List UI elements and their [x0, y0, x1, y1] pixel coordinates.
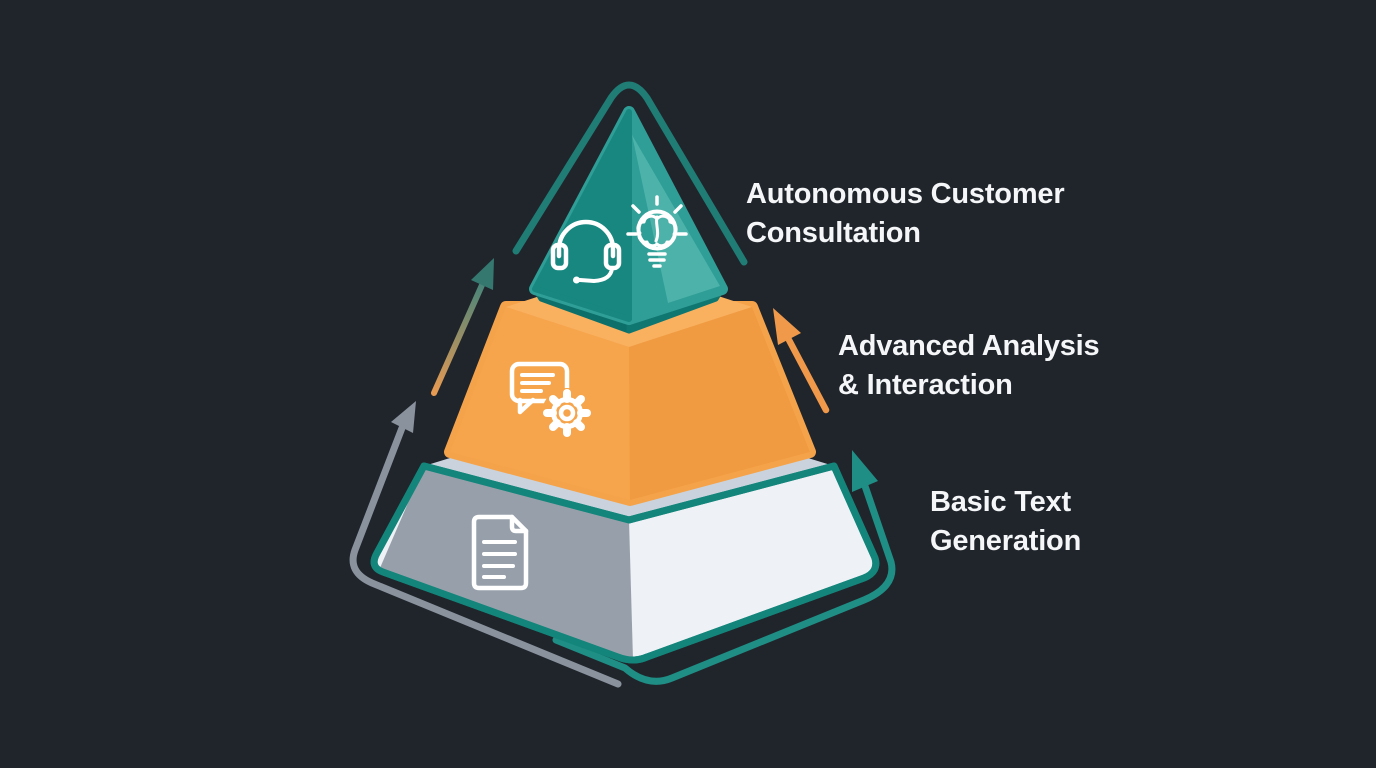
apex-outline — [512, 81, 748, 266]
gradient-arrowhead — [471, 258, 494, 290]
tier-middle-label-line2: & Interaction — [838, 369, 1013, 401]
tier-bottom-label: Basic Text Generation — [930, 483, 1081, 561]
chat-bubble-icon — [509, 361, 570, 415]
outer-teal-arrow — [552, 450, 896, 685]
teal-arrowhead — [852, 450, 878, 492]
tier-bottom-label-line1: Basic Text — [930, 486, 1071, 518]
tier-top-highlight-face — [632, 135, 720, 303]
tier-top-label-line1: Autonomous Customer — [746, 178, 1065, 210]
gray-arrowhead — [391, 401, 416, 433]
gradient-arrow — [431, 258, 494, 396]
lightbulb-rays — [626, 195, 688, 236]
tier-top-label: Autonomous Customer Consultation — [746, 175, 1065, 253]
orange-arrowhead — [773, 308, 801, 345]
orange-arrow — [773, 308, 830, 414]
tier-bottom-left-face — [380, 466, 633, 660]
tier-bottom-border — [370, 462, 880, 664]
tier-middle-label-line1: Advanced Analysis — [838, 330, 1100, 362]
outer-gray-arrow — [349, 401, 622, 688]
tier-middle-label: Advanced Analysis & Interaction — [838, 327, 1100, 405]
tier-top — [529, 106, 728, 334]
tier-bottom — [370, 403, 880, 664]
tier-bottom-label-line2: Generation — [930, 525, 1082, 557]
tier-middle-left-face — [450, 307, 630, 500]
document-icon — [471, 514, 529, 591]
tier-middle-right-face — [629, 307, 810, 500]
lightbulb-brain-icon — [626, 195, 688, 268]
tier-top-label-line2: Consultation — [746, 217, 921, 249]
gear-icon — [543, 389, 591, 437]
headset-icon — [550, 219, 622, 284]
